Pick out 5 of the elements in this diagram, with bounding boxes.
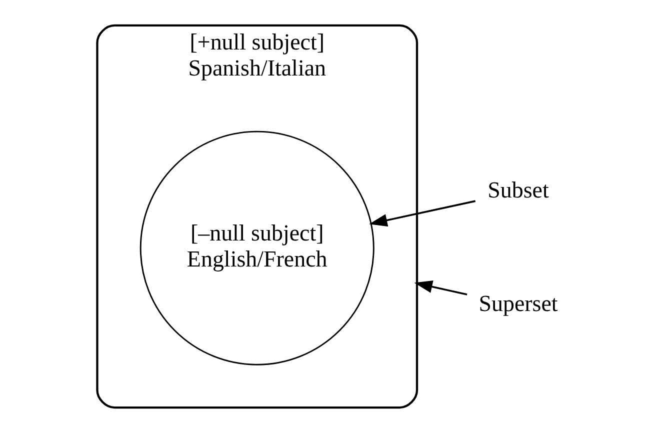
arrow	[369, 200, 476, 226]
node-text: Subset	[488, 178, 549, 203]
arrow	[414, 280, 468, 296]
node-text: Superset	[478, 291, 558, 316]
node-circle: [–null subject] English/French	[140, 130, 374, 366]
